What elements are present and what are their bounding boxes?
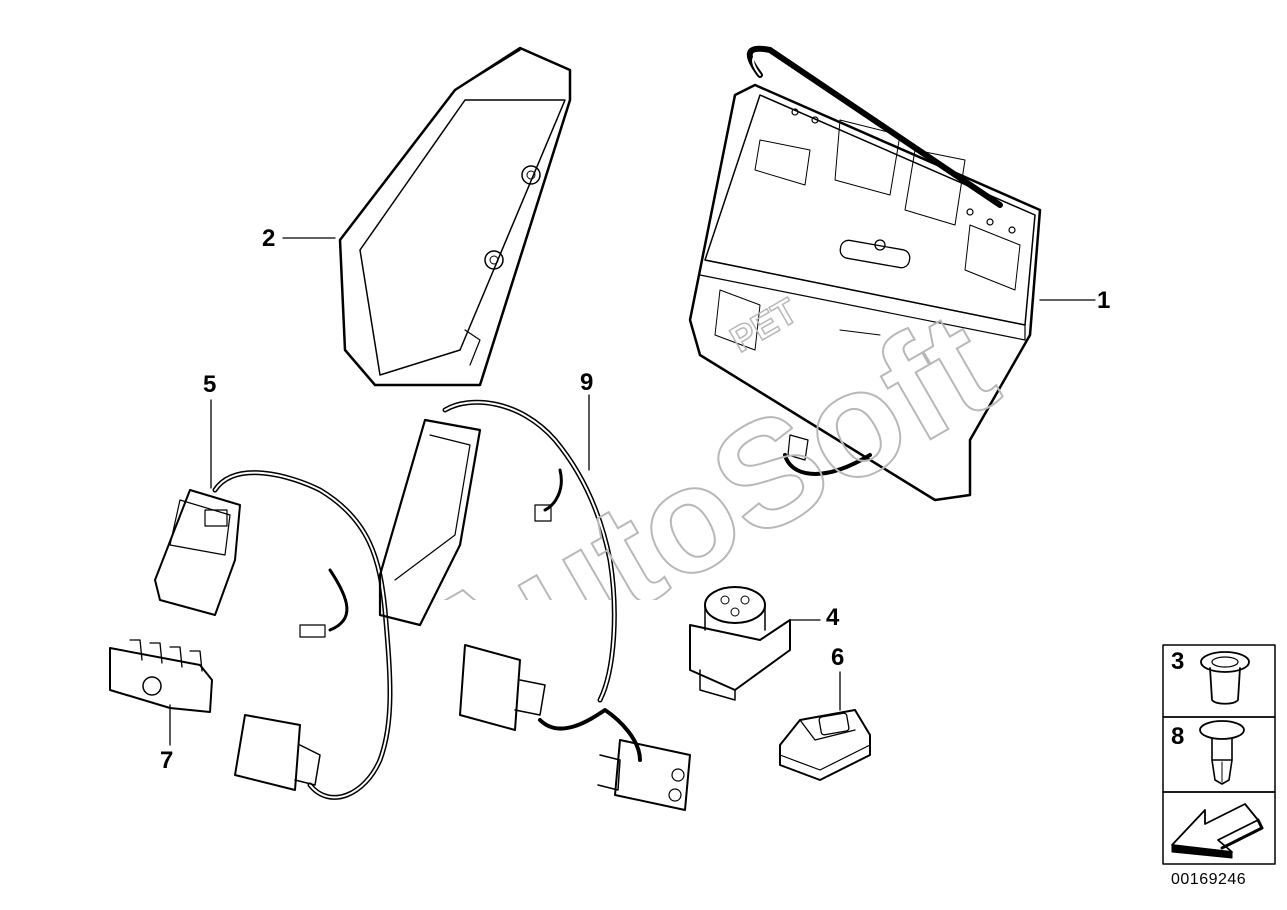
- part-7-connector-strip: [109, 639, 213, 746]
- diagram-id: 00169246: [1171, 871, 1247, 888]
- part-2-side-trim-panel: [282, 46, 572, 387]
- callout-9: 9: [580, 369, 594, 396]
- callout-6: 6: [831, 644, 845, 671]
- part-6-switch: [779, 671, 871, 781]
- part-5-side-airbag-harness: [154, 399, 393, 800]
- part-3-grommet-icon: [1200, 651, 1250, 705]
- legend-label-3: 3: [1171, 648, 1185, 675]
- callout-4: 4: [826, 604, 840, 631]
- direction-arrow-icon: [1171, 803, 1264, 859]
- callout-1: 1: [1097, 287, 1111, 314]
- part-1-seat-back-panel: [688, 45, 1096, 502]
- part-9-airbag-harness: [378, 394, 691, 811]
- legend-panel: [1162, 644, 1276, 865]
- callout-2: 2: [262, 225, 276, 252]
- part-8-clip-icon: [1199, 720, 1245, 785]
- legend-label-8: 8: [1171, 723, 1185, 750]
- callout-5: 5: [203, 371, 217, 398]
- callout-7: 7: [160, 747, 174, 774]
- part-4-actuator: [689, 586, 821, 701]
